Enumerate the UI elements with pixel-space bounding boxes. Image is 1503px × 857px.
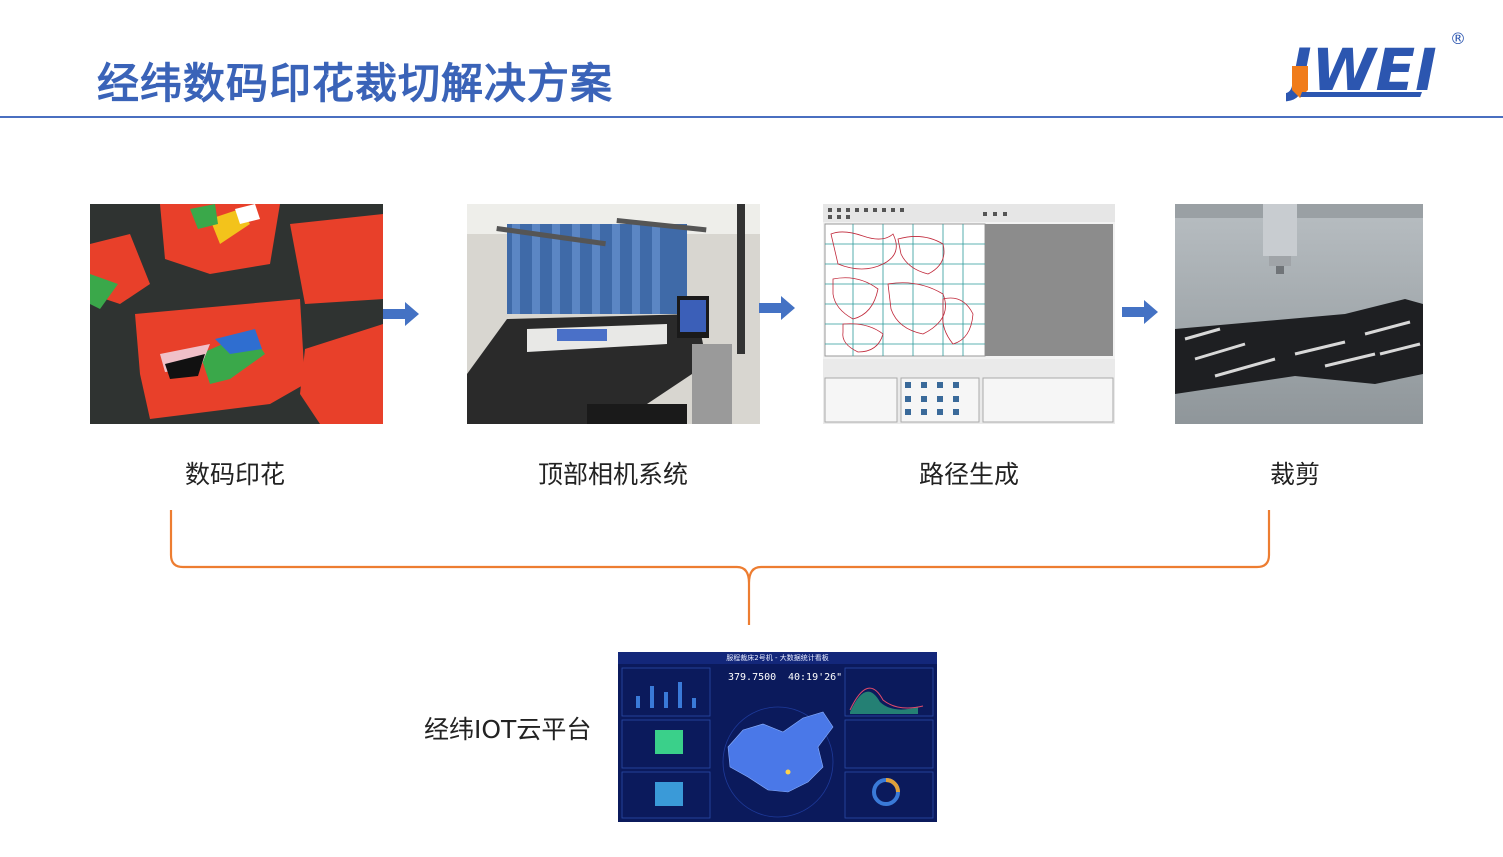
- arrow-right-icon: [759, 296, 795, 320]
- jwei-logo: JWEI ®: [1280, 26, 1476, 104]
- step-image-printed-fabric: [90, 204, 383, 424]
- grouping-brace: [169, 510, 1271, 625]
- step-label: 路径生成: [918, 460, 1019, 489]
- registered-mark: ®: [1450, 29, 1466, 48]
- step-image-camera-system: [467, 204, 760, 424]
- dashboard-title: 服程裁床2号机 - 大数据统计看板: [618, 652, 937, 664]
- iot-dashboard-screenshot: 服程裁床2号机 - 大数据统计看板 379.7500 40:19'26": [618, 652, 937, 822]
- platform-label: 经纬IOT云平台: [424, 715, 592, 744]
- step-image-cutting: [1175, 204, 1423, 424]
- step-label: 裁剪: [1269, 460, 1320, 489]
- logo-orange-mark: [1292, 66, 1308, 98]
- header-divider: [0, 116, 1503, 118]
- step-image-path-software: [823, 204, 1115, 424]
- arrow-right-icon: [1122, 300, 1158, 324]
- step-label: 顶部相机系统: [537, 460, 688, 489]
- dashboard-value-right: 40:19'26": [788, 672, 843, 683]
- page-title: 经纬数码印花裁切解决方案: [97, 59, 614, 108]
- arrow-right-icon: [383, 302, 419, 326]
- dashboard-value-left: 379.7500: [728, 672, 777, 683]
- step-label: 数码印花: [184, 460, 285, 489]
